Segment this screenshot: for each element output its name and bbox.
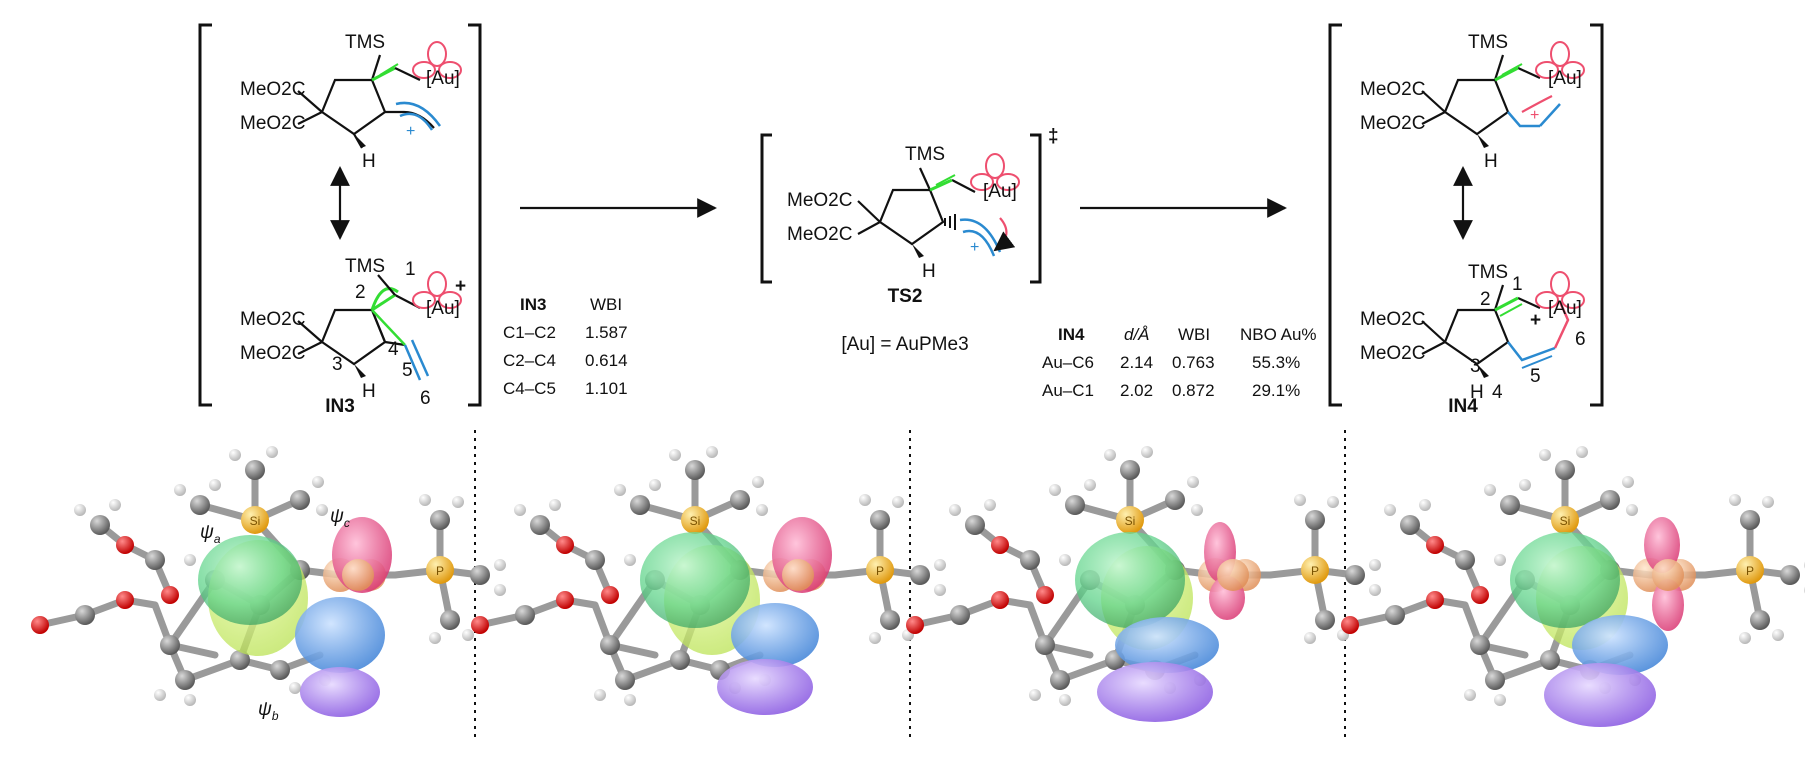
in4-b-ester1: MeO2C [1360, 309, 1425, 330]
in4-table: IN4 d/Å WBI NBO Au% Au–C6 2.14 0.763 55.… [1042, 325, 1317, 400]
ts2-charge: + [970, 239, 979, 256]
in3-b-ester2: MeO2C [240, 343, 305, 364]
in4-table-cell: Au–C1 [1042, 381, 1094, 400]
ts2-dagger: ‡ [1048, 126, 1059, 147]
in4-structure-b: TMS [Au] + MeO2C MeO2C H 1 2 3 4 5 6 [1360, 262, 1586, 403]
in4-table-cell: Au–C6 [1042, 353, 1094, 372]
in4-table-cell: 2.14 [1120, 353, 1153, 372]
in4-a-au: [Au] [1548, 68, 1582, 89]
in4-table-header-1: d/Å [1124, 325, 1150, 344]
in3-a-ester1: MeO2C [240, 79, 305, 100]
in3-num-6: 6 [420, 388, 431, 409]
in3-a-ester2: MeO2C [240, 113, 305, 134]
in3-b-ester1: MeO2C [240, 309, 305, 330]
in4-a-ester1: MeO2C [1360, 79, 1425, 100]
in3-num-2: 2 [355, 282, 366, 303]
in3-table-header-1: WBI [590, 295, 622, 314]
in4-table-cell: 0.872 [1172, 381, 1215, 400]
in4-b-ester2: MeO2C [1360, 343, 1425, 364]
in4-a-tms: TMS [1468, 32, 1508, 53]
in4-num-6: 6 [1575, 329, 1586, 350]
in4-b-charge: + [1530, 310, 1541, 331]
in4-table-cell: 29.1% [1252, 381, 1300, 400]
ts2-bracket [760, 133, 1042, 284]
in3-num-1: 1 [405, 259, 416, 280]
in4-compound-label: IN4 [1448, 396, 1478, 417]
in3-b-h: H [362, 381, 376, 402]
in4-num-4: 4 [1492, 382, 1503, 403]
in4-table-cell: 55.3% [1252, 353, 1300, 372]
in3-num-5: 5 [402, 360, 413, 381]
in4-num-1: 1 [1512, 274, 1523, 295]
in3-num-4: 4 [388, 339, 399, 360]
ts2-h: H [922, 261, 936, 282]
in3-a-tms: TMS [345, 32, 385, 53]
in3-b-tms: TMS [345, 256, 385, 277]
au-definition: [Au] = AuPMe3 [841, 334, 968, 355]
in3-structure-a: + TMS [Au] MeO2C MeO2C H [240, 32, 462, 172]
psi-c-label: ψc [330, 506, 350, 530]
psi-b-label: ψb [258, 699, 279, 723]
in4-num-3: 3 [1470, 356, 1481, 377]
in4-b-au: [Au] [1548, 298, 1582, 319]
in3-b-charge: + [455, 276, 466, 297]
in4-a-h: H [1484, 151, 1498, 172]
in4-bracket [1328, 23, 1604, 407]
ts2-compound-label: TS2 [888, 286, 923, 307]
orbital-panel-ts2 [471, 446, 946, 715]
in4-table-cell: 0.763 [1172, 353, 1215, 372]
ts2-tms: TMS [905, 144, 945, 165]
in4-b-tms: TMS [1468, 262, 1508, 283]
in4-num-5: 5 [1530, 366, 1541, 387]
in3-a-charge: + [406, 123, 415, 140]
in4-num-2: 2 [1480, 289, 1491, 310]
orbital-panel-in4-a [906, 446, 1381, 722]
in3-wbi-table: IN3 WBI C1–C2 1.587 C2–C4 0.614 C4–C5 1.… [503, 295, 628, 398]
in4-b-h: H [1470, 382, 1484, 403]
in3-table-cell: C1–C2 [503, 323, 556, 342]
in3-compound-label: IN3 [325, 396, 355, 417]
in3-table-cell: 1.101 [585, 379, 628, 398]
in3-table-cell: 0.614 [585, 351, 628, 370]
in4-table-cell: 2.02 [1120, 381, 1153, 400]
in4-structure-a: + TMS [Au] MeO2C MeO2C H [1360, 32, 1585, 172]
ts2-au: [Au] [983, 181, 1017, 202]
in4-table-header-0: IN4 [1058, 325, 1085, 344]
psi-a-label: ψa [200, 522, 221, 546]
orbital-panel-in3: ψa ψc ψb [31, 446, 506, 723]
in4-table-header-3: NBO Au% [1240, 325, 1317, 344]
ts2-structure: + TMS [Au] MeO2C MeO2C H [787, 144, 1020, 282]
in3-a-h: H [362, 151, 376, 172]
in3-table-cell: C4–C5 [503, 379, 556, 398]
in3-b-au: [Au] [426, 298, 460, 319]
in3-table-cell: 1.587 [585, 323, 628, 342]
in3-bracket [198, 23, 482, 407]
in4-a-charge: + [1530, 107, 1539, 124]
in3-a-au: [Au] [426, 68, 460, 89]
in3-structure-b: TMS [Au] + MeO2C MeO2C H 1 2 3 4 5 6 [240, 256, 466, 409]
in3-num-3: 3 [332, 354, 343, 375]
ts2-ester1: MeO2C [787, 190, 852, 211]
ts2-ester2: MeO2C [787, 224, 852, 245]
in3-table-cell: C2–C4 [503, 351, 556, 370]
in4-a-ester2: MeO2C [1360, 113, 1425, 134]
in3-table-header-0: IN3 [520, 295, 546, 314]
orbital-panel-in4-b [1341, 446, 1805, 727]
in4-table-header-2: WBI [1178, 325, 1210, 344]
panel-dividers [474, 430, 1346, 740]
